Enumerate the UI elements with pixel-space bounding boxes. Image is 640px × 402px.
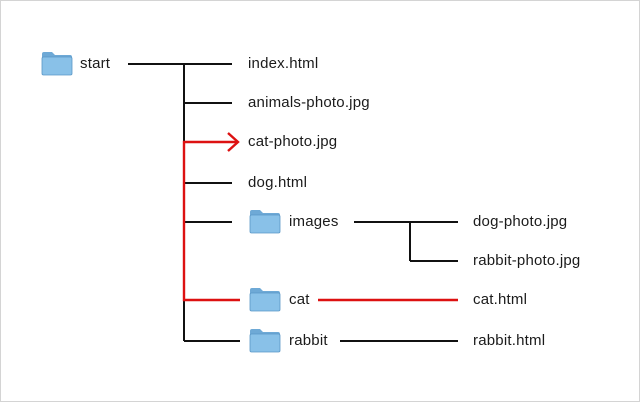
file-dog-html: dog.html — [248, 174, 308, 191]
folder-cat-label: cat — [289, 291, 310, 308]
folder-icon — [249, 329, 281, 353]
folder-icon — [249, 210, 281, 234]
file-rabbit-html: rabbit.html — [473, 332, 546, 349]
arrowhead-icon — [227, 132, 240, 152]
file-rabbit-photo: rabbit-photo.jpg — [473, 252, 581, 269]
file-animals-photo: animals-photo.jpg — [248, 94, 370, 111]
file-index-html: index.html — [248, 55, 319, 72]
highlight-cat-to-cat-photo — [182, 140, 240, 302]
folder-icon — [249, 288, 281, 312]
file-cat-html: cat.html — [473, 291, 528, 308]
highlight-path — [182, 132, 458, 302]
root-folder-label: start — [80, 55, 111, 72]
folder-images-label: images — [289, 213, 339, 230]
folder-icon — [41, 52, 73, 76]
file-dog-photo: dog-photo.jpg — [473, 213, 568, 230]
folder-rabbit-label: rabbit — [289, 332, 328, 349]
file-cat-photo: cat-photo.jpg — [248, 133, 338, 150]
